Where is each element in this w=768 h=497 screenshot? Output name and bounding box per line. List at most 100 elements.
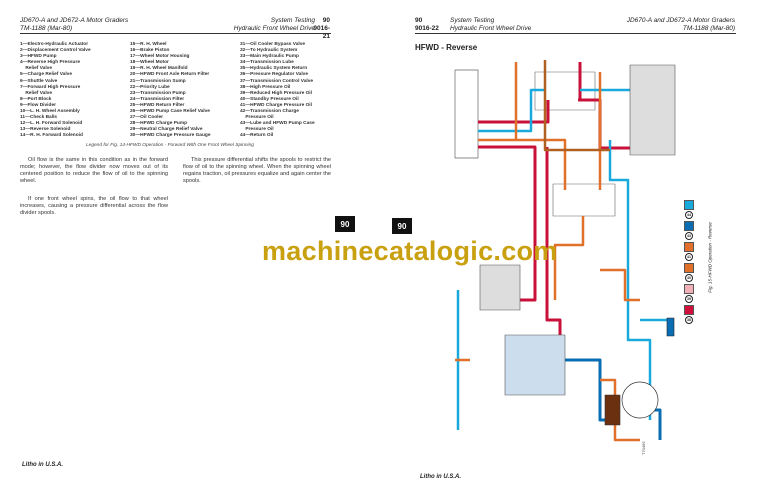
legend-item: 19—R. H. Wheel Manifold (130, 66, 188, 72)
hfwd-pump (504, 334, 566, 396)
legend-item: 40—Standby Pressure Oil (240, 96, 299, 102)
legend-item: Pressure Oil (240, 127, 274, 133)
legend-item: 8—Port Block (20, 96, 52, 102)
legend-item: 12—L. H. Forward Solenoid (20, 121, 83, 127)
subsection-title: Hydraulic Front Wheel Drive (233, 25, 315, 32)
legend-item: 11—Check Balls (20, 115, 58, 121)
paragraph-2: If one front wheel spins, the oil flow t… (20, 196, 168, 216)
rh-wheel (629, 64, 676, 156)
legend-item: Relief Valve (20, 90, 52, 96)
legend-item: 20—HFWD Front Axle Return Filter (130, 72, 210, 78)
figure-caption: Fig. 15-HFWD Operation - Reverse (707, 222, 713, 293)
page-number: 9016-21 (313, 25, 330, 40)
legend-item: 33—Main Hydraulic Pump (240, 54, 299, 60)
legend-item: 15—R. H. Wheel (130, 42, 167, 47)
legend-item: 5—Charge Relief Valve (20, 72, 72, 78)
section-title: System Testing (270, 17, 315, 24)
flow-divider-block (552, 183, 616, 217)
legend-item: 38—High Pressure Oil (240, 84, 291, 90)
legend-item: 13—Reverse Solenoid (20, 127, 71, 133)
section-title: System Testing (450, 17, 495, 24)
legend-item: 1—Electro-Hydraulic Actuator (20, 42, 89, 47)
legend-item: 3—HFWD Pump (20, 54, 57, 60)
paragraph-3: This pressure differential shifts the sp… (183, 157, 332, 184)
legend-item: 4—Reverse High Pressure (20, 60, 80, 66)
doc-title: JD670-A and JD672-A Motor Graders (626, 17, 735, 24)
legend-item: 16—Brake Piston (130, 48, 170, 54)
legend-item: 41—HFWD Charge Pressure Oil (240, 102, 312, 108)
legend-item: 17—Wheel Motor Housing (130, 54, 190, 60)
legend-caption: Legend for Fig. 14-HFWD Operation - Forw… (86, 143, 254, 148)
legend-item: 6—Shuttle Valve (20, 78, 58, 84)
legend-item: 31—Oil Cooler Bypass Valve (240, 42, 306, 47)
legend-item: 22—Priority Lube (130, 84, 170, 90)
legend-item: 2—Displacement Control Valve (20, 48, 91, 54)
legend-item: 18—Wheel Motor (130, 60, 169, 66)
swatch-callout: 39 (685, 295, 693, 303)
lh-wheel (479, 264, 521, 311)
legend-item: Pressure Oil (240, 115, 274, 121)
watermark: machinecatalogic.com (262, 236, 558, 266)
swatch-callout: 38 (685, 316, 693, 324)
legend-item: Relief Valve (20, 66, 52, 72)
legend-item: 21—Transmission Sump (130, 78, 186, 84)
right-header-right: JD670-A and JD672-A Motor Graders TM-118… (600, 17, 735, 33)
legend-item: 32—To Hydraulic System (240, 48, 298, 54)
manual-id: TM-1188 (Mar-80) (20, 25, 73, 32)
right-header-left: System Testing Hydraulic Front Wheel Dri… (450, 17, 531, 33)
manual-id: TM-1188 (Mar-80) (682, 25, 735, 32)
legend-item: 9—Flow Divider (20, 102, 56, 108)
color-swatch (684, 305, 694, 315)
legend-item: 39—Reduced High Pressure Oil (240, 90, 312, 96)
oil-cooler (604, 394, 621, 426)
swatch-callout: 43 (685, 232, 693, 240)
left-footer: Litho in U.S.A. (22, 462, 63, 468)
legend-item: 23—Transmission Pump (130, 90, 186, 96)
main-pump (621, 381, 659, 419)
color-swatch (684, 242, 694, 252)
legend-item: 26—HFWD Pump Case Relief Valve (130, 109, 210, 115)
transmission-control-valve (454, 69, 479, 159)
legend-item: 24—Transmission Filter (130, 96, 185, 102)
legend-item: 37—Transmission Control Valve (240, 78, 314, 84)
legend-item: 27—Oil Cooler (130, 115, 164, 121)
right-page-number: 90 9016-22 (415, 17, 439, 33)
legend-item: 30—HFWD Charge Pressure Gauge (130, 133, 211, 139)
filter (666, 317, 675, 337)
color-swatch (684, 263, 694, 273)
page-number: 9016-22 (415, 25, 439, 32)
header-rule (415, 33, 736, 34)
section-number: 90 (322, 17, 330, 24)
legend-item: 25—HFWD Return Filter (130, 102, 185, 108)
left-header-left: JD670-A and JD672-A Motor Graders TM-118… (20, 17, 128, 33)
figure-code: T70495 (641, 441, 646, 455)
header-rule (20, 33, 331, 34)
section-tab-right: 90 (392, 218, 412, 234)
legend-item: 34—Transmission Lube (240, 60, 294, 66)
legend-item: 42—Transmission Charge (240, 109, 299, 115)
legend-item: 14—R. H. Forward Solenoid (20, 133, 83, 139)
legend-item: 29—Neutral Charge Relief Valve (130, 127, 203, 133)
swatch-callout: 44 (685, 211, 693, 219)
doc-title: JD670-A and JD672-A Motor Graders (20, 17, 129, 24)
subsection-title: Hydraulic Front Wheel Drive (450, 25, 532, 32)
section-number: 90 (415, 17, 423, 24)
color-swatch (684, 200, 694, 210)
color-swatch (684, 284, 694, 294)
left-header-right: System Testing Hydraulic Front Wheel Dri… (215, 17, 315, 33)
swatch-callout: 41 (685, 253, 693, 261)
paragraph-1: Oil flow is the same in this condition a… (20, 157, 168, 184)
legend-item: 36—Pressure Regulator Valve (240, 72, 308, 78)
right-footer: Litho in U.S.A. (420, 474, 461, 480)
legend-item: 28—HFWD Charge Pump (130, 121, 188, 127)
section-tab-left: 90 (335, 216, 355, 232)
legend-item: 7—Forward High Pressure (20, 84, 81, 90)
legend-item: 35—Hydraulic System Return (240, 66, 308, 72)
legend-item: 43—Lube and HFWD Pump Case (240, 121, 315, 127)
figure-heading: HFWD - Reverse (415, 43, 478, 52)
swatch-callout: 40 (685, 274, 693, 282)
left-page-number: 90 9016-21 (310, 17, 330, 41)
